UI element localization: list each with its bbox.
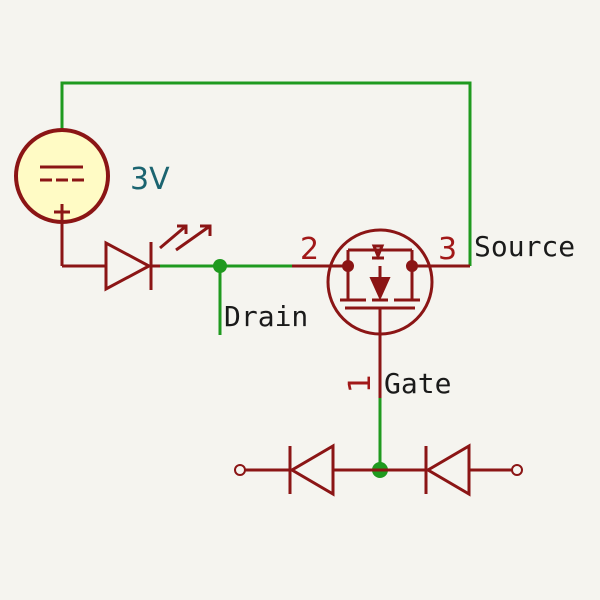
diode-right-symbol[interactable] bbox=[380, 443, 523, 497]
led-symbol[interactable] bbox=[62, 224, 212, 292]
pin-number-drain: 2 bbox=[300, 232, 319, 267]
mosfet-symbol[interactable] bbox=[292, 228, 470, 398]
pin-number-gate: 1 bbox=[343, 374, 378, 393]
net-label-gate: Gate bbox=[384, 367, 451, 400]
battery-symbol[interactable] bbox=[14, 128, 110, 266]
net-label-drain: Drain bbox=[224, 300, 308, 333]
junction-drain bbox=[213, 259, 227, 273]
terminal-right bbox=[511, 464, 523, 476]
diode-left-symbol[interactable] bbox=[234, 443, 380, 497]
source-value-label: 3V bbox=[130, 162, 170, 197]
wires bbox=[60, 81, 472, 470]
terminal-left bbox=[234, 464, 246, 476]
wire-top-loop bbox=[60, 81, 472, 266]
pin-number-source: 3 bbox=[438, 232, 457, 267]
net-label-source: Source bbox=[474, 230, 575, 263]
